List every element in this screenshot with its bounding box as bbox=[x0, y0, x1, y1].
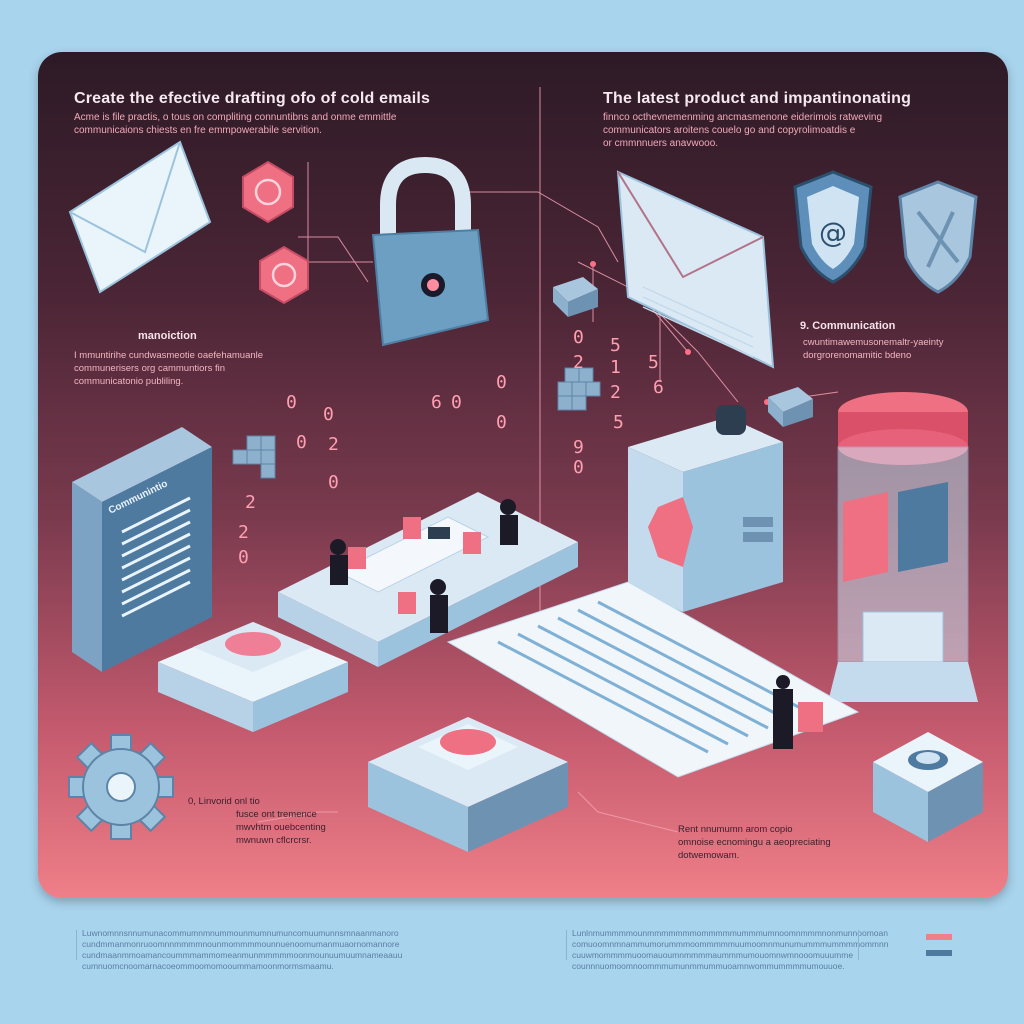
digit-glyph: 5 bbox=[613, 412, 624, 433]
badge-pedestal-center bbox=[368, 717, 568, 852]
header-right-subtitle-2: communicators aroitens couelo go and cop… bbox=[603, 125, 856, 136]
header-right-subtitle-1: finnco octhevnemenming ancmasmenone eide… bbox=[603, 112, 883, 123]
footer-col-1: Luwnomnnsnnumunacommumnmnummounmumnumunc… bbox=[82, 928, 402, 972]
gear-icon bbox=[68, 734, 174, 840]
digit-glyph: 9 bbox=[573, 437, 584, 458]
footer-col-1-line-2: cundmmanmonruoomnnmmmmnounmommmmounnueno… bbox=[82, 939, 400, 949]
left-mid-line-3: communicatonio publiling. bbox=[74, 376, 184, 387]
digit-glyph: 0 bbox=[573, 457, 584, 478]
footer-col-2-line-4: counnnuomoomnoommmumunmmummuoamnwommummm… bbox=[572, 961, 845, 971]
digit-glyph: 6 bbox=[653, 377, 664, 398]
envelope-icon bbox=[68, 140, 212, 294]
digit-glyph: 6 bbox=[431, 392, 442, 413]
digit-glyph: 2 bbox=[245, 492, 256, 513]
left-mid-line-1: I mmuntirihe cundwasmeotie oaefehamuanle bbox=[74, 350, 264, 361]
digit-glyph: 2 bbox=[610, 382, 621, 403]
footer-divider-3 bbox=[858, 930, 859, 960]
bottom-right-line-2: omnoise ecnomingu a aeopreciating bbox=[678, 837, 831, 848]
bottom-left-line-2: fusce ont tremence bbox=[236, 809, 317, 820]
bottom-left-line-3: mwvhtm ouebcenting bbox=[236, 822, 326, 833]
digit-glyph: 5 bbox=[648, 352, 659, 373]
svg-text:@: @ bbox=[819, 216, 847, 249]
footer-col-1-line-1: Luwnomnnsnnumunacommumnmnummounmumnumunc… bbox=[82, 928, 399, 938]
footer-col-2: Lunlnmummmmounmmmmmmmommmmmummmumnoomnmm… bbox=[572, 928, 888, 972]
digit-glyph: 2 bbox=[573, 352, 584, 373]
bottom-left-line-1: 0, Linvorid onl tio bbox=[188, 796, 260, 807]
bottom-right-line-3: dotwemowam. bbox=[678, 850, 740, 861]
header-left-subtitle-2: communicaions chiests en fre emmpowerabi… bbox=[74, 125, 322, 136]
digit-glyph: 0 bbox=[238, 547, 249, 568]
digit-glyph: 2 bbox=[328, 434, 339, 455]
digit-glyph: 0 bbox=[286, 392, 297, 413]
digit-glyph: 1 bbox=[610, 357, 621, 378]
cube-stack-2 bbox=[232, 435, 276, 479]
footer-col-2-line-2: comuoomnmnammumorummmoommmmmuumoomnmunum… bbox=[572, 939, 889, 949]
communication-sign bbox=[72, 427, 212, 672]
document-sheet bbox=[446, 581, 860, 778]
pink-swatch bbox=[926, 934, 952, 940]
blue-swatch bbox=[926, 950, 952, 956]
header-left-title: Create the efective drafting ofo of cold… bbox=[74, 90, 431, 107]
footer-col-1-line-3: cundmaanmmoamancoummmammomeanmunmmmmmoon… bbox=[82, 950, 403, 960]
cube-stack bbox=[557, 367, 601, 411]
digit-glyph: 0 bbox=[451, 392, 462, 413]
right-mid-label: 9. Communication bbox=[800, 320, 896, 332]
right-mid-line-1: cwuntimawemusonemaltr-yaeinty bbox=[803, 337, 944, 348]
digit-glyph: 0 bbox=[573, 327, 584, 348]
digit-glyph: 0 bbox=[323, 404, 334, 425]
at-badge-icon-2 bbox=[259, 245, 309, 305]
badge-pedestal bbox=[158, 622, 348, 732]
digit-glyph: 0 bbox=[496, 412, 507, 433]
cube-block bbox=[553, 277, 598, 317]
footer-col-2-line-1: Lunlnmummmmounmmmmmmmommmmmummmumnoomnmm… bbox=[572, 928, 888, 938]
digit-glyph: 2 bbox=[238, 522, 249, 543]
shield-icon bbox=[898, 180, 978, 294]
digit-glyph: 0 bbox=[328, 472, 339, 493]
right-mid-line-2: dorgrorenomamitic bdeno bbox=[803, 350, 912, 361]
jar-display bbox=[828, 392, 978, 702]
server-box bbox=[628, 405, 783, 612]
bottom-right-line-1: Rent nnumumn arom copio bbox=[678, 824, 793, 835]
digit-glyph: 5 bbox=[610, 335, 621, 356]
left-mid-label: manoiction bbox=[138, 330, 197, 342]
footer-col-2-line-3: cuuwmommmmuoomauoumnmmmmaummmumouomnwmno… bbox=[572, 950, 854, 960]
padlock-icon bbox=[371, 156, 490, 347]
cube-block-2 bbox=[768, 387, 813, 427]
at-badge-icon bbox=[242, 160, 294, 224]
digit-glyph: 0 bbox=[296, 432, 307, 453]
button-pedestal bbox=[873, 732, 983, 842]
footer-divider-2 bbox=[566, 930, 567, 960]
shield-at-icon: @ bbox=[793, 170, 873, 284]
meeting-platform bbox=[278, 492, 578, 667]
footer-divider-1 bbox=[76, 930, 77, 960]
header-right-subtitle-3: or cmmnnuers anavwooo. bbox=[603, 138, 719, 149]
header-left-subtitle-1: Acme is file practis, o tous on compliti… bbox=[74, 112, 397, 123]
header-right-title: The latest product and impantinonating bbox=[603, 90, 912, 107]
bottom-left-line-4: mwnuwn cflcrcrsr. bbox=[236, 835, 312, 846]
digit-glyph: 0 bbox=[496, 372, 507, 393]
envelope-right-icon bbox=[616, 170, 775, 369]
infographic-panel: Create the efective drafting ofo of cold… bbox=[38, 52, 1008, 898]
footer-col-1-line-4: cumnuomcnoomarnacoeommoomomooummamoonmor… bbox=[82, 961, 334, 971]
left-mid-line-2: communerisers org cammuntiors fin bbox=[74, 363, 225, 374]
